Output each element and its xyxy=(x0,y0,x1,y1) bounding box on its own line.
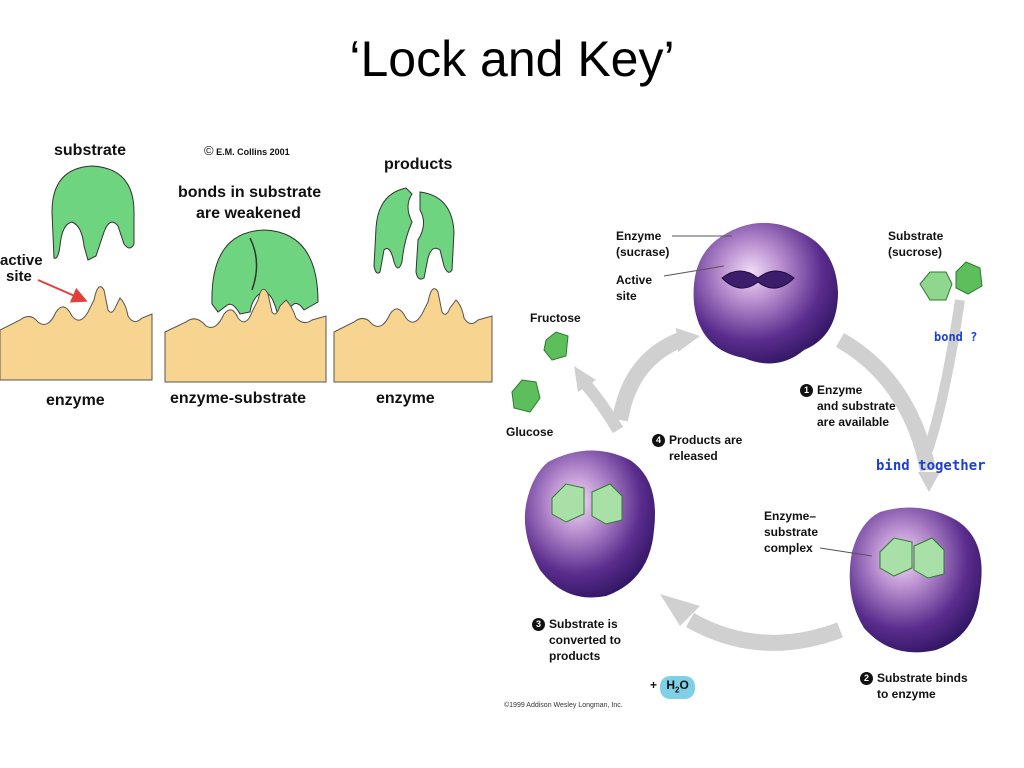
cycle-arrow-1-head xyxy=(918,472,940,492)
label-cycle-active-line1: Active xyxy=(616,273,653,287)
step-4-label: 4 Products are released xyxy=(652,432,742,464)
step-3-line1: Substrate is xyxy=(549,617,618,631)
step-4-line2: released xyxy=(669,449,718,463)
step-3-label: 3 Substrate is converted to products xyxy=(532,616,621,664)
active-site-pocket xyxy=(721,270,795,289)
label-collins-copyright: © E.M. Collins 2001 xyxy=(204,143,290,158)
enzyme-shape-middle xyxy=(164,288,327,383)
substrate-arrow xyxy=(923,299,965,452)
step-3-line3: products xyxy=(549,649,601,663)
label-cycle-active-line2: site xyxy=(616,289,637,303)
bound-sucrose-molecule xyxy=(879,537,945,579)
water-plus: + xyxy=(650,678,658,692)
step-1-number-icon: 1 xyxy=(800,384,813,397)
label-substrate-line1: Substrate xyxy=(888,229,944,243)
substrate-shape-1 xyxy=(51,165,135,261)
step-2-label: 2 Substrate binds to enzyme xyxy=(860,670,968,702)
water-badge: H2O xyxy=(660,676,695,700)
label-bind-together: bind together xyxy=(876,458,986,474)
step-3-number-icon: 3 xyxy=(532,618,545,631)
products-arrow xyxy=(577,375,624,434)
label-bond-question: bond ? xyxy=(934,330,978,344)
label-products: products xyxy=(384,156,453,173)
step-3-line2: converted to xyxy=(549,633,622,647)
water-subscript: 2 xyxy=(675,685,680,695)
label-active-site-cycle: Active site xyxy=(616,272,652,304)
label-bonds-line1: bonds in substrate xyxy=(178,184,322,201)
label-complex: Enzyme– substrate complex xyxy=(764,508,818,556)
label-enzyme-line1: Enzyme xyxy=(616,229,662,243)
enzyme-shape-left xyxy=(0,286,153,381)
step-4-number-icon: 4 xyxy=(652,434,665,447)
product-shape-right xyxy=(415,191,455,280)
active-site-arrow xyxy=(37,279,88,303)
label-substrate: substrate xyxy=(54,142,127,159)
label-enzyme-right: enzyme xyxy=(376,390,435,407)
label-enzyme-substrate: enzyme-substrate xyxy=(170,390,307,407)
label-enzyme-sucrase: Enzyme (sucrase) xyxy=(616,228,669,260)
step-2-line2: to enzyme xyxy=(877,687,936,701)
label-enzyme-line2: (sucrase) xyxy=(616,245,670,259)
label-substrate-line2: (sucrose) xyxy=(888,245,943,259)
fructose-molecule xyxy=(543,331,569,361)
glucose-molecule xyxy=(511,379,541,413)
label-complex-line1: Enzyme– xyxy=(764,509,817,523)
water-o: O xyxy=(679,678,689,692)
step-2-line1: Substrate binds xyxy=(877,671,968,685)
label-bonds-line2: are weakened xyxy=(196,205,301,222)
step-1-label: 1 Enzyme and substrate are available xyxy=(800,382,896,430)
step-1-line3: are available xyxy=(817,415,890,429)
label-active-line1: active xyxy=(0,252,43,269)
active-site-leader-line xyxy=(663,265,725,277)
label-substrate-sucrose: Substrate (sucrose) xyxy=(888,228,943,260)
copyright-icon: © xyxy=(204,143,214,158)
slide-title: ‘Lock and Key’ xyxy=(349,31,675,87)
enzyme-shape-right xyxy=(333,288,493,383)
enzyme-blob-left xyxy=(524,450,655,598)
complex-leader-line xyxy=(819,547,873,557)
label-active-line2: site xyxy=(6,268,32,285)
weakened-bond-line xyxy=(249,237,258,291)
product-shape-left xyxy=(373,187,413,274)
label-enzyme-left: enzyme xyxy=(46,392,105,409)
step-2-number-icon: 2 xyxy=(860,672,873,685)
cycle-arrow-1 xyxy=(835,333,936,472)
label-complex-line2: substrate xyxy=(764,525,819,539)
step-1-line1: Enzyme xyxy=(817,383,863,397)
bound-products-molecule xyxy=(551,483,623,525)
label-awl-copyright: ©1999 Addison Wesley Longman, Inc. xyxy=(504,702,623,709)
cycle-arrow-2-head xyxy=(660,594,700,626)
enzyme-blob-right xyxy=(849,507,982,653)
cycle-arrow-3 xyxy=(612,332,684,422)
label-water: + H2O xyxy=(650,676,695,700)
label-collins-text: E.M. Collins 2001 xyxy=(216,147,290,157)
cycle-arrow-2 xyxy=(686,613,843,651)
label-complex-line3: complex xyxy=(764,541,813,555)
cycle-arrow-3-head xyxy=(676,328,700,352)
products-arrow-head xyxy=(574,366,596,392)
step-4-line1: Products are xyxy=(669,433,743,447)
sucrose-molecule xyxy=(919,261,983,301)
enzyme-blob-top xyxy=(693,222,838,364)
water-h: H xyxy=(666,678,676,692)
step-1-line2: and substrate xyxy=(817,399,896,413)
label-glucose: Glucose xyxy=(506,425,554,439)
label-fructose: Fructose xyxy=(530,311,581,325)
